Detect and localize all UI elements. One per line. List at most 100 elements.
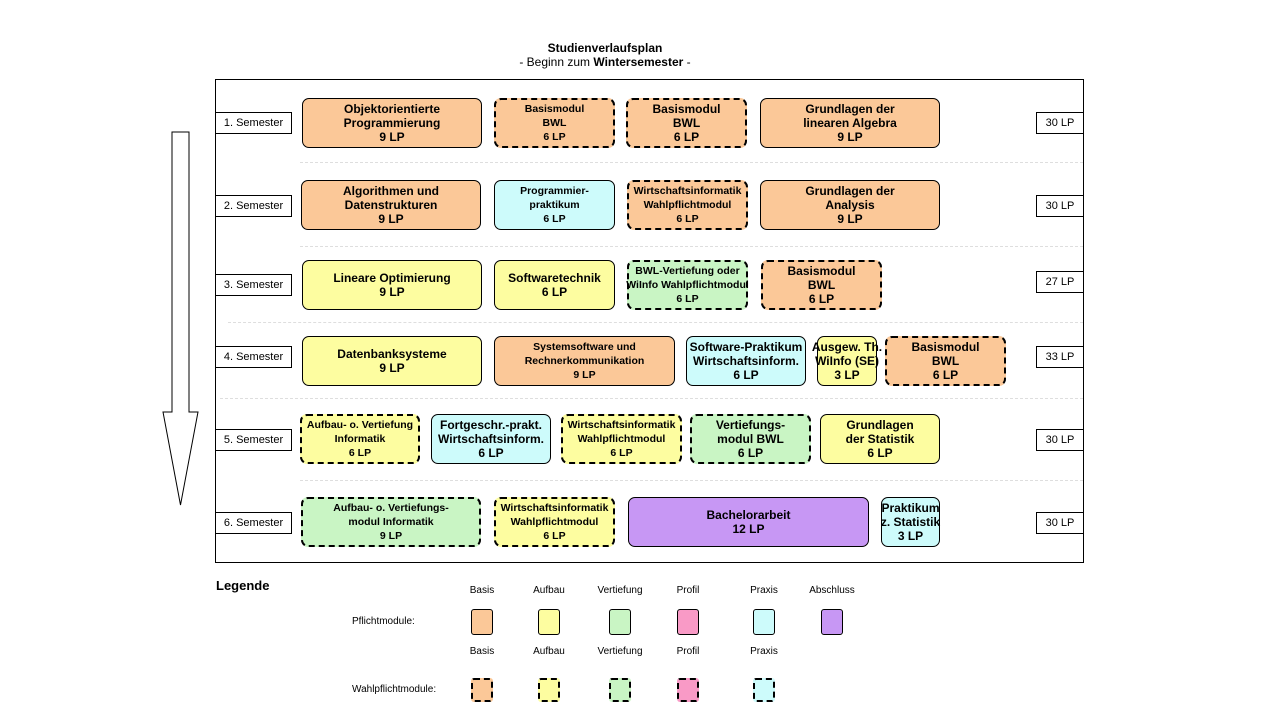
module-box: Ausgew. Th.WiInfo (SE)3 LP (812, 336, 882, 386)
legend-swatch-pflicht (538, 609, 560, 635)
module-text: modul Informatik (348, 516, 434, 528)
legend-column-name: Profil (676, 646, 700, 657)
legend-column-name: Abschluss (809, 585, 855, 596)
semester-lp-total: 30 LP (1036, 195, 1084, 217)
module-text: Grundlagen der (805, 102, 895, 116)
module-text: BWL (542, 117, 567, 129)
legend-column-name: Praxis (750, 585, 778, 596)
module-text: Wirtschaftsinform. (693, 354, 799, 368)
module-text: Wirtschaftsinformatik (567, 419, 676, 431)
semester-lp-total: 30 LP (1036, 429, 1084, 451)
module-text: WiInfo (SE) (815, 354, 879, 368)
semester-label: 2. Semester (215, 195, 292, 217)
module-text: 9 LP (837, 130, 863, 144)
legend-column-name: Aufbau (533, 585, 565, 596)
module-text: 6 LP (932, 368, 959, 382)
module-text: 6 LP (867, 446, 893, 460)
module-text: Wahlpflichtmodul (577, 433, 666, 445)
module-text: 6 LP (673, 130, 700, 144)
semester-separator (300, 162, 1083, 163)
subtitle-suffix: - (683, 55, 691, 69)
legend-swatch-wahlpflicht (609, 678, 631, 702)
module-text: 6 LP (676, 293, 699, 305)
semester-separator (300, 246, 1083, 247)
module-text: Datenbanksysteme (337, 347, 447, 361)
module-text: WiInfo Wahlpflichtmodul (626, 279, 749, 291)
module-text: Wirtschaftsinformatik (633, 185, 742, 197)
semester-separator (300, 480, 1083, 481)
legend-column-name: Basis (469, 646, 495, 657)
module-text: Software-Praktikum (689, 340, 803, 354)
module-text: 9 LP (379, 285, 405, 299)
legend-swatch-wahlpflicht (538, 678, 560, 702)
module-text: Programmierung (343, 116, 441, 130)
legend-swatch-pflicht (753, 609, 775, 635)
module-text: Lineare Optimierung (333, 271, 451, 285)
module-text: BWL (807, 278, 836, 292)
module-text: 6 LP (733, 368, 759, 382)
legend-wahlpflicht-label: Wahlpflichtmodule: (352, 684, 437, 695)
module-text: Bachelorarbeit (706, 508, 791, 522)
module-text: Wirtschaftsinform. (438, 432, 544, 446)
legend-swatch-pflicht (609, 609, 631, 635)
module-text: Softwaretechnik (508, 271, 601, 285)
module-box: Fortgeschr.-prakt.Wirtschaftsinform.6 LP (431, 414, 551, 464)
legend-title: Legende (216, 578, 270, 593)
semester-label: 6. Semester (215, 512, 292, 534)
module-text: 6 LP (543, 131, 566, 143)
legend-swatch-wahlpflicht (753, 678, 775, 702)
module-text: BWL-Vertiefung oder (635, 265, 740, 277)
module-text: 6 LP (737, 446, 764, 460)
module-text: Systemsoftware und (533, 341, 636, 353)
module-text: Wahlpflichtmodul (643, 199, 732, 211)
module-text: BWL (931, 354, 960, 368)
legend-column-name: Vertiefung (597, 585, 643, 596)
semester-label: 1. Semester (215, 112, 292, 134)
semester-lp-total: 33 LP (1036, 346, 1084, 368)
legend-column-name: Profil (676, 585, 700, 596)
semester-label: 3. Semester (215, 274, 292, 296)
legend-swatch-wahlpflicht (677, 678, 699, 702)
legend-column-name: Aufbau (533, 646, 565, 657)
module-text: Basismodul (911, 340, 980, 354)
module-text: 6 LP (348, 447, 372, 459)
legend-swatch-pflicht (471, 609, 493, 635)
module-text: Objektorientierte (343, 102, 441, 116)
module-text: modul BWL (717, 432, 784, 446)
module-text: Analysis (825, 198, 875, 212)
semester-separator (220, 398, 1083, 399)
module-text: Algorithmen und (343, 184, 439, 198)
legend-swatch-pflicht (821, 609, 843, 635)
module-text: Basismodul (652, 102, 721, 116)
legend-swatch-wahlpflicht (471, 678, 493, 702)
module-text: Aufbau- o. Vertiefung (306, 419, 414, 431)
module-text: Grundlagen (846, 418, 914, 432)
module-text: Wirtschaftsinformatik (500, 502, 609, 514)
semester-label: 5. Semester (215, 429, 292, 451)
plan-frame (215, 79, 1084, 563)
module-text: 9 LP (379, 130, 405, 144)
plan-subtitle: - Beginn zum Wintersemester - (0, 55, 1210, 69)
module-text: Grundlagen der (805, 184, 895, 198)
legend-swatch-pflicht (677, 609, 699, 635)
module-text: Praktikum (881, 501, 940, 515)
plan-title: Studienverlaufsplan (547, 41, 663, 55)
legend-column-name: Basis (469, 585, 495, 596)
